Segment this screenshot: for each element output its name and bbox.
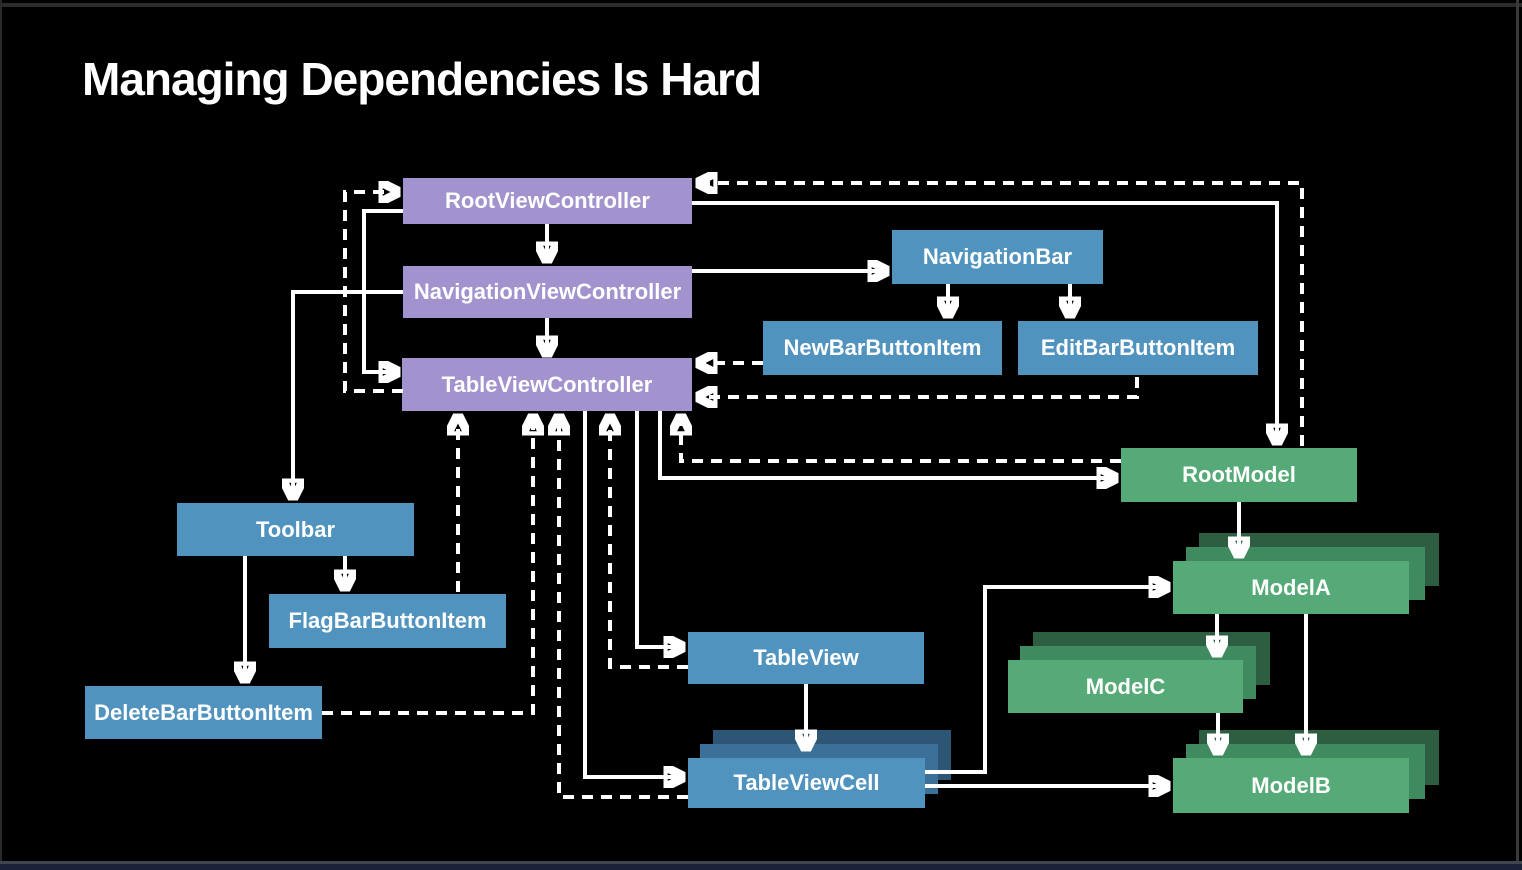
node-toolbar: Toolbar <box>177 503 414 556</box>
node-label: TableViewController <box>441 371 653 397</box>
edge-navvc-to-toolbar <box>293 290 403 497</box>
node-label: NewBarButtonItem <box>783 335 982 360</box>
node-label: Toolbar <box>255 516 336 542</box>
node-label: TableView <box>753 645 859 670</box>
edge-tablevc-to-tableview <box>635 411 682 647</box>
edge-rootvc-to-tablevc <box>362 209 403 372</box>
node-flag-bar-button-item: FlagBarButtonItem <box>269 594 506 648</box>
node-label: EditBarButtonItem <box>1040 335 1236 360</box>
node-table-view: TableView <box>688 632 924 684</box>
node-model-a: ModelA <box>1173 561 1409 614</box>
node-table-view-cell: TableViewCell <box>688 758 925 808</box>
edge-editbarbuttonitem-to-tablevc-dashed <box>699 377 1139 397</box>
node-delete-bar-button-item: DeleteBarButtonItem <box>85 686 322 739</box>
edge-tableviewcell-to-tablevc-dashed <box>559 417 688 799</box>
window-right-edge <box>1516 0 1519 870</box>
node-root-model: RootModel <box>1121 448 1357 502</box>
node-new-bar-button-item: NewBarButtonItem <box>763 321 1002 375</box>
node-edit-bar-button-item: EditBarButtonItem <box>1018 321 1258 375</box>
node-model-b: ModelB <box>1173 758 1409 813</box>
window-bottom-edge <box>0 861 1522 864</box>
edge-rootmodel-to-tablevc-dashed <box>681 417 1121 463</box>
window-top-edge <box>0 3 1522 7</box>
node-label: ModelC <box>1085 673 1166 699</box>
node-root-view-controller: RootViewController <box>403 178 692 224</box>
node-navigation-bar: NavigationBar <box>892 230 1103 284</box>
node-table-view-controller: TableViewController <box>402 358 692 411</box>
node-model-c: ModelC <box>1008 660 1243 713</box>
window-bottom-fill <box>0 864 1522 870</box>
edge-tableview-to-tablevc-dashed <box>610 417 688 669</box>
node-label: DeleteBarButtonItem <box>94 699 313 725</box>
edge-rootmodel-to-rootvc-dashed <box>699 183 1304 446</box>
node-label: NavigationBar <box>922 244 1073 269</box>
edge-tablevc-to-tableviewcell <box>583 411 682 777</box>
node-navigation-view-controller: NavigationViewController <box>403 266 692 318</box>
window-left-edge <box>0 0 2 870</box>
node-label: ModelB <box>1251 772 1331 798</box>
node-label: NavigationViewController <box>413 279 682 304</box>
edge-deletebarbuttonitem-to-tablevc-dashed <box>322 417 533 715</box>
edge-tablevc-to-rootvc-dashed <box>343 192 403 393</box>
node-label: FlagBarButtonItem <box>288 608 487 633</box>
node-label: RootModel <box>1182 462 1296 487</box>
edge-tablevc-to-rootmodel <box>658 411 1115 478</box>
node-label: ModelA <box>1251 574 1331 600</box>
slide-title: Managing Dependencies Is Hard <box>82 53 762 105</box>
node-label: RootViewController <box>445 188 650 213</box>
node-label: TableViewCell <box>733 770 880 795</box>
